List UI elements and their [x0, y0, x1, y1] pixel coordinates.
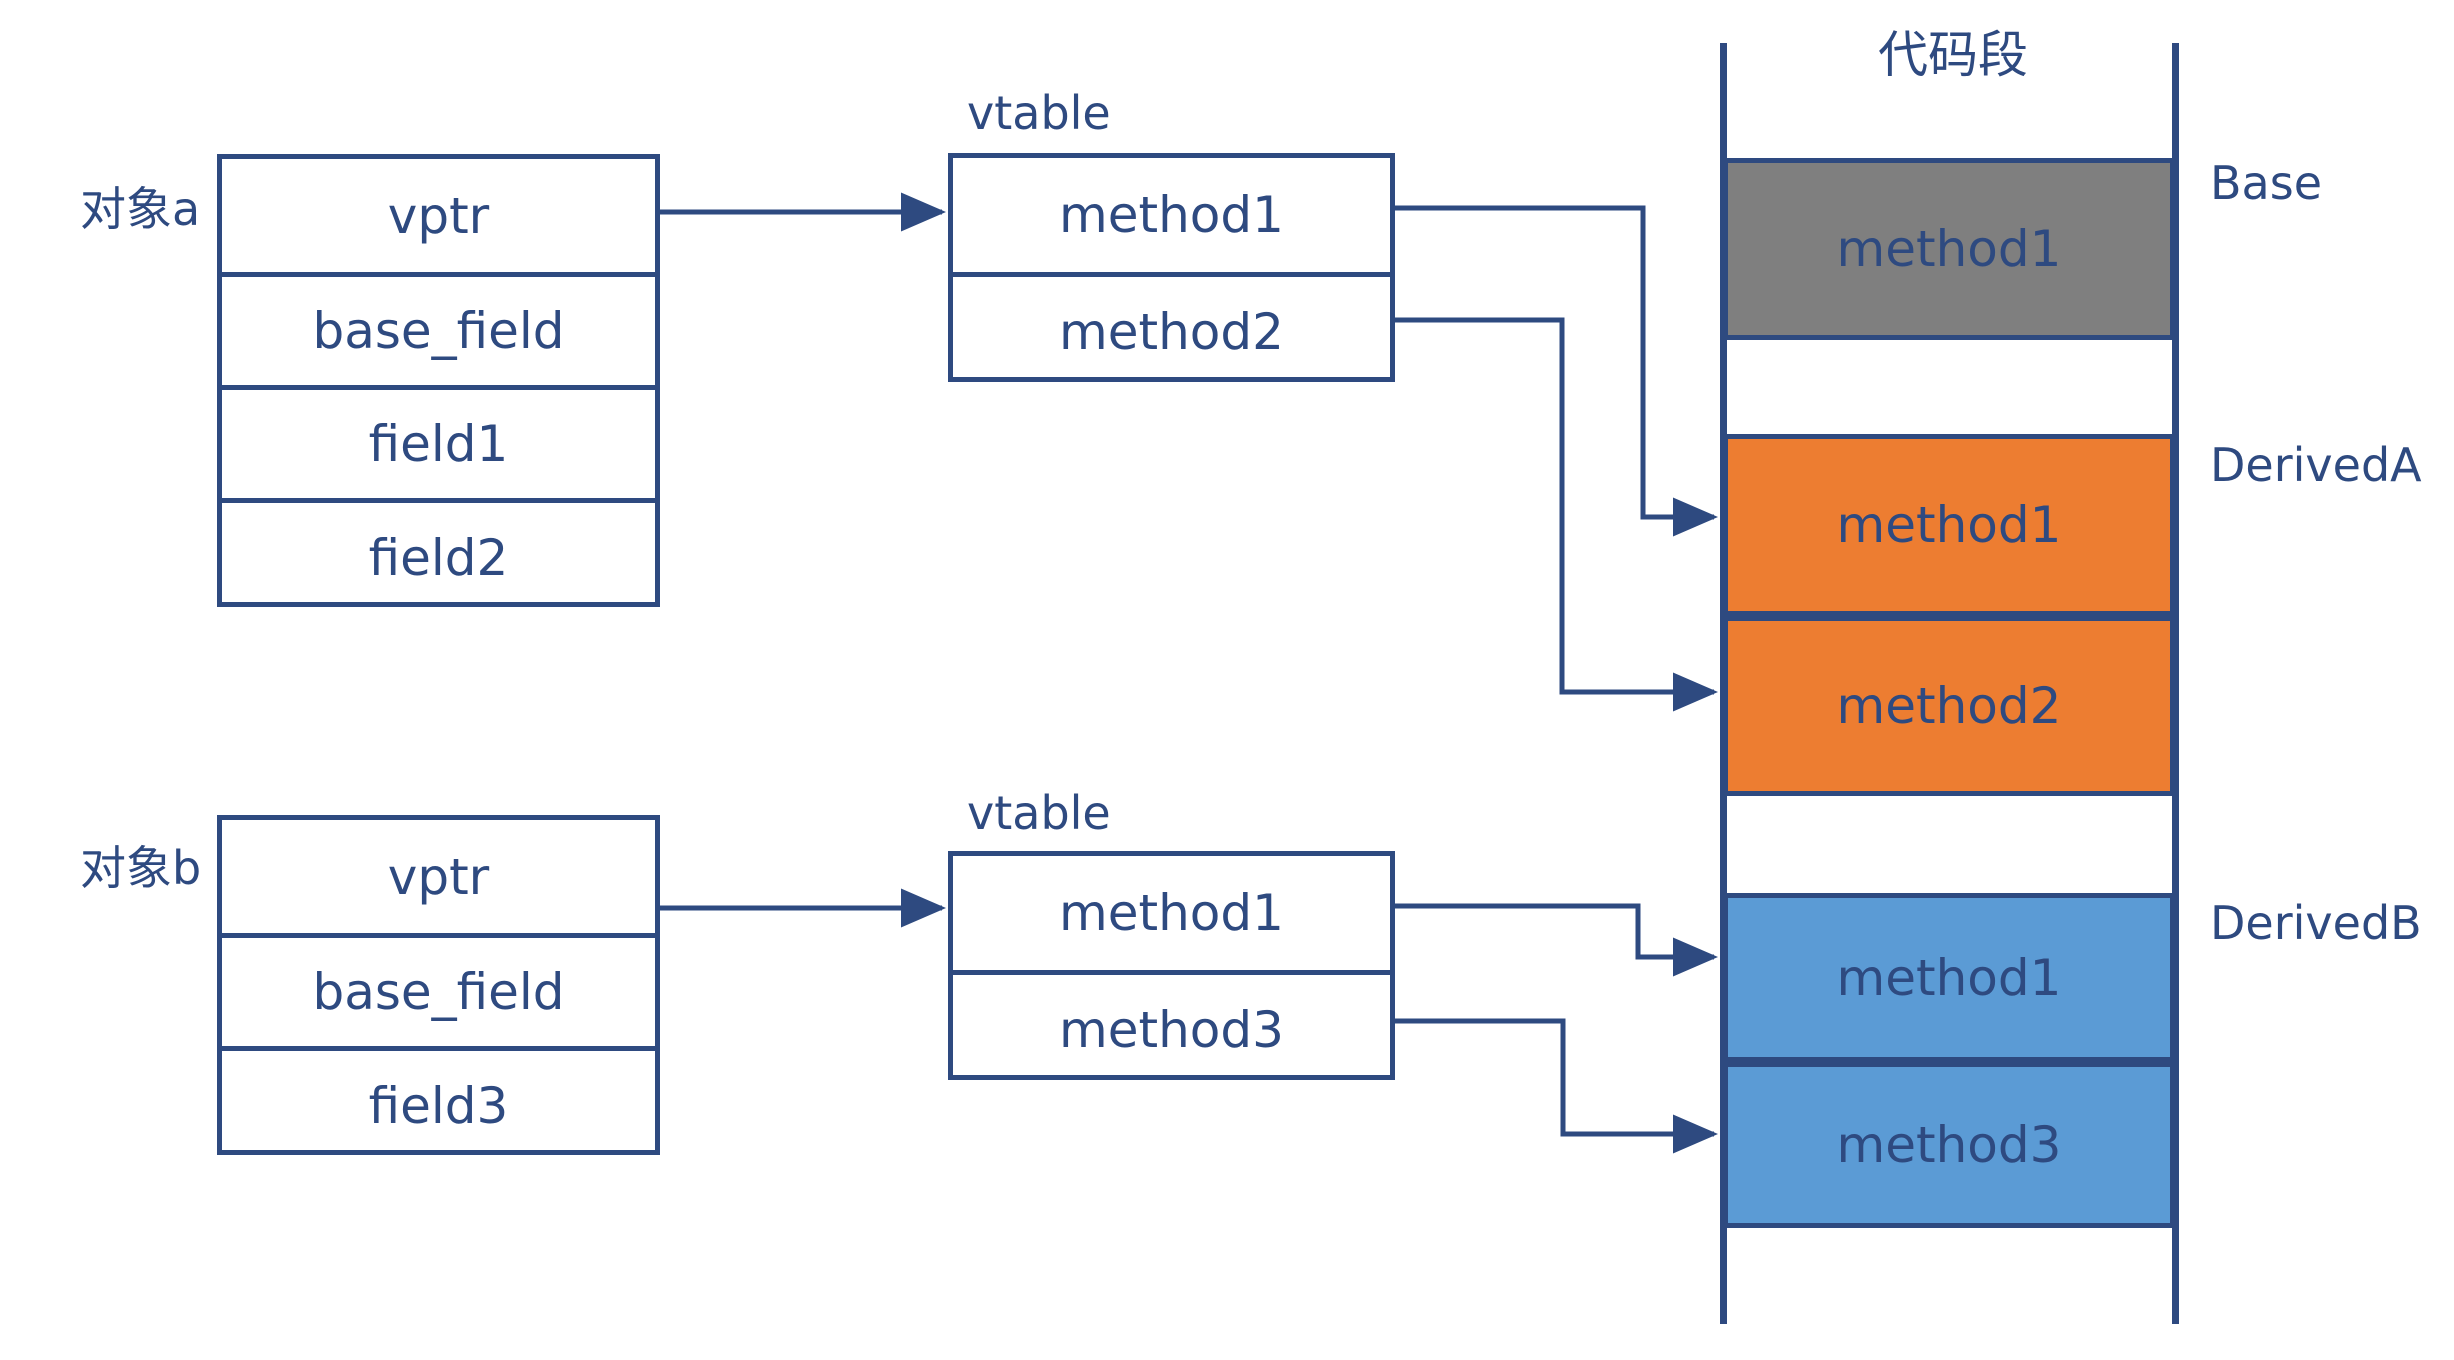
vtable-b-entry-method3-label: method3 [1059, 1000, 1284, 1059]
code-block-derivedb-method1-label: method1 [1836, 948, 2062, 1007]
vtable-b-entry-method1[interactable]: method1 [953, 856, 1390, 970]
object-b-row-base-field-label: base_field [312, 963, 565, 1021]
object-a-row-vptr[interactable]: vptr [222, 159, 655, 272]
arrow-vtableb-method1-to-derivedb-method1 [1395, 903, 1719, 977]
object-a-box[interactable]: vptr base_field field1 field2 [217, 154, 660, 607]
arrow-vtablea-method1-to-deriveda-method1 [1395, 205, 1719, 537]
vtable-b-box[interactable]: method1 method3 [948, 851, 1395, 1080]
object-a-row-field2-label: field2 [368, 529, 509, 587]
object-b-row-field3-label: field3 [368, 1076, 509, 1135]
vtable-b-entry-method1-label: method1 [1059, 884, 1284, 942]
object-a-row-base-field[interactable]: base_field [222, 272, 655, 385]
vtable-a-caption: vtable [967, 86, 1111, 140]
object-b-row-vptr-label: vptr [387, 847, 490, 906]
code-block-deriveda-method2[interactable]: method2 [1723, 616, 2175, 796]
vtable-b-entry-method3[interactable]: method3 [953, 970, 1390, 1084]
code-block-deriveda-method1-label: method1 [1836, 496, 2062, 554]
object-a-row-field1-label: field1 [368, 415, 509, 473]
code-group-label-base: Base [2210, 156, 2323, 210]
code-segment-title: 代码段 [1878, 26, 2028, 84]
vtable-a-entry-method1[interactable]: method1 [953, 158, 1390, 272]
vtable-b-caption: vtable [967, 786, 1111, 840]
object-a-caption: 对象a [80, 182, 201, 236]
code-block-derivedb-method3-label: method3 [1836, 1116, 2062, 1174]
vtable-a-box[interactable]: method1 method2 [948, 153, 1395, 382]
object-b-row-base-field[interactable]: base_field [222, 933, 655, 1046]
code-segment-right-rail [2172, 43, 2179, 1324]
code-block-derivedb-method3[interactable]: method3 [1723, 1062, 2175, 1228]
vtable-a-entry-method1-label: method1 [1059, 186, 1284, 244]
object-b-caption: 对象b [80, 841, 202, 895]
object-a-row-field2[interactable]: field2 [222, 498, 655, 613]
code-block-derivedb-method1[interactable]: method1 [1723, 893, 2175, 1062]
arrow-vtableb-method3-to-derivedb-method3 [1395, 1018, 1719, 1154]
code-block-deriveda-method2-label: method2 [1836, 677, 2062, 735]
object-b-box[interactable]: vptr base_field field3 [217, 815, 660, 1155]
code-group-label-deriveda: DerivedA [2210, 438, 2422, 492]
object-a-row-field1[interactable]: field1 [222, 385, 655, 498]
vtable-a-entry-method2-label: method2 [1059, 302, 1284, 361]
object-b-row-vptr[interactable]: vptr [222, 820, 655, 933]
object-a-row-base-field-label: base_field [312, 302, 565, 360]
vtable-a-entry-method2[interactable]: method2 [953, 272, 1390, 386]
object-a-row-vptr-label: vptr [387, 186, 490, 245]
code-block-base-method1-label: method1 [1836, 220, 2062, 278]
code-group-label-derivedb: DerivedB [2210, 896, 2422, 950]
arrow-vtablea-method2-to-deriveda-method2 [1395, 317, 1719, 712]
object-b-row-field3[interactable]: field3 [222, 1046, 655, 1160]
code-block-base-method1[interactable]: method1 [1723, 158, 2175, 340]
code-block-deriveda-method1[interactable]: method1 [1723, 434, 2175, 616]
